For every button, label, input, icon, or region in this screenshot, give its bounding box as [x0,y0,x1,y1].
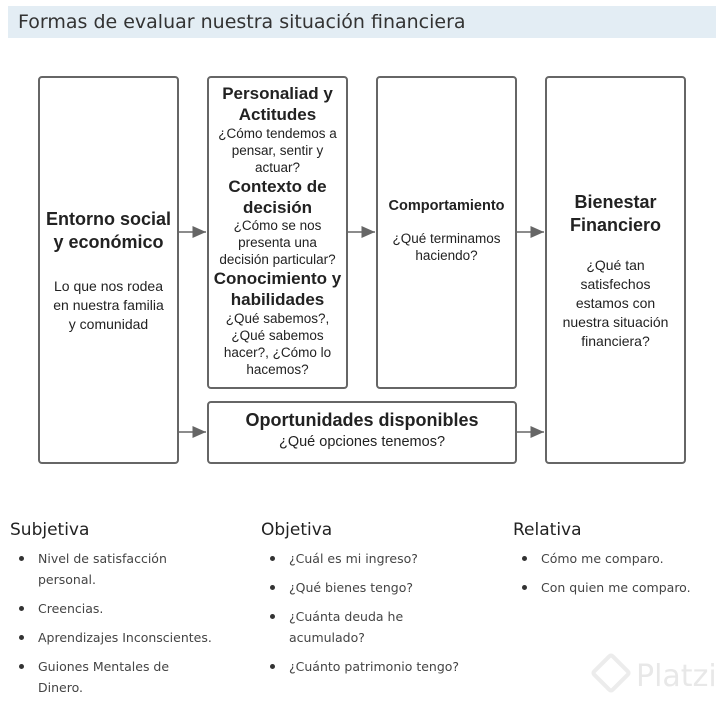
page-title: Formas de evaluar nuestra situación fina… [18,11,466,33]
list-item: Creencias. [10,598,220,619]
platzi-watermark: Platzi [589,651,717,695]
comportamiento-box [376,76,517,389]
platzi-logo-icon [589,651,633,695]
oportunidades-heading: Oportunidades disponibles [245,410,479,430]
list-item: ¿Cuánta deuda he acumulado? [261,606,434,648]
list-item: Cómo me comparo. [513,548,718,569]
column-title-subjetiva: Subjetiva [10,520,90,540]
list-objetiva: ¿Cuál es mi ingreso? ¿Qué bienes tengo? … [261,548,471,685]
list-item: ¿Cuál es mi ingreso? [261,548,471,569]
oportunidades-body: ¿Qué opciones tenemos? [278,434,446,450]
list-item: ¿Cuánto patrimonio tengo? [261,656,471,677]
list-item: Nivel de satisfacción personal. [10,548,188,590]
list-item: ¿Qué bienes tengo? [261,577,471,598]
bienestar-box [545,76,686,464]
column-title-relativa: Relativa [513,520,582,540]
title-bar: Formas de evaluar nuestra situación fina… [8,6,716,38]
list-item: Aprendizajes Inconscientes. [10,627,220,648]
list-item: Con quien me comparo. [513,577,718,598]
list-subjetiva: Nivel de satisfacción personal. Creencia… [10,548,220,706]
watermark-text: Platzi [636,659,717,694]
comportamiento-heading: Comportamiento [388,198,505,214]
column-title-objetiva: Objetiva [261,520,333,540]
oportunidades-box [207,401,517,464]
personalidad-box [207,76,348,389]
list-item: Guiones Mentales de Dinero. [10,656,188,698]
entorno-box [38,76,179,464]
list-relativa: Cómo me comparo. Con quien me comparo. [513,548,718,606]
